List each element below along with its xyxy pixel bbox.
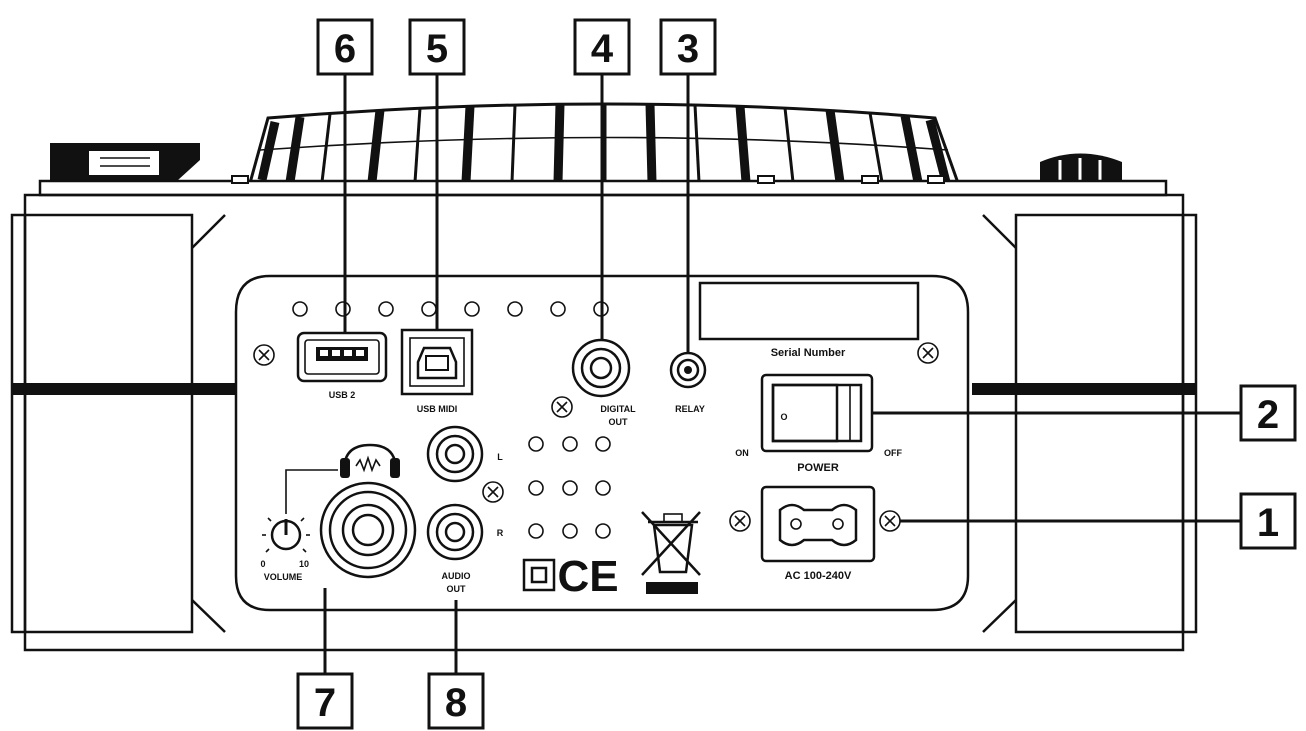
usb-label: USB 2 — [329, 390, 356, 400]
on-label: ON — [735, 448, 749, 458]
audio-l-label: L — [497, 452, 503, 462]
callout-4: 4 — [591, 27, 614, 71]
headphone-jack[interactable] — [319, 481, 417, 579]
callout-box-2 — [1239, 384, 1297, 442]
usb-port[interactable]: USB 2 — [296, 331, 388, 400]
power-switch[interactable]: O — [760, 373, 874, 453]
chassis — [10, 193, 1198, 652]
connector-panel: USB 2 USB MIDI DIGITAL OUT RELAY — [234, 274, 970, 612]
callout-1: 1 — [1257, 501, 1279, 545]
digital-out-label-2: OUT — [609, 417, 629, 427]
vol-max-label: 10 — [299, 559, 309, 569]
screw-icon — [879, 510, 901, 532]
callout-6: 6 — [334, 27, 356, 71]
digital-out-label-1: DIGITAL — [600, 404, 636, 414]
screw-icon — [551, 396, 573, 418]
audio-r-label: R — [497, 528, 504, 538]
switch-o-label: O — [780, 412, 787, 422]
callouts: 6 5 4 3 2 1 7 8 — [296, 18, 1297, 730]
screw-icon — [729, 510, 751, 532]
power-label: POWER — [797, 462, 839, 474]
serial-number-label: Serial Number — [771, 347, 846, 359]
callout-3: 3 — [677, 27, 699, 71]
headphones-icon — [340, 443, 400, 478]
double-square-icon — [522, 558, 556, 592]
audio-out-label-2: OUT — [447, 584, 467, 594]
callout-box-3 — [659, 18, 717, 76]
serial-number-plate — [698, 281, 920, 341]
relay-jack[interactable]: RELAY — [669, 351, 707, 414]
vent-grid — [528, 436, 611, 539]
ce-mark: CE — [557, 552, 618, 601]
callout-box-7 — [296, 672, 354, 730]
audio-out-left-jack[interactable] — [426, 425, 484, 483]
callout-2: 2 — [1257, 393, 1279, 437]
off-label: OFF — [884, 448, 902, 458]
usb-midi-port[interactable]: USB MIDI — [400, 328, 474, 414]
vol-min-label: 0 — [260, 559, 265, 569]
ac-label: AC 100-240V — [785, 570, 852, 582]
volume-knob[interactable] — [262, 469, 338, 553]
callout-box-8 — [427, 672, 485, 730]
callout-7: 7 — [314, 681, 336, 725]
screw-icon — [917, 342, 939, 364]
callout-5: 5 — [426, 27, 448, 71]
crossed-bin-icon — [641, 511, 701, 594]
usb-midi-label: USB MIDI — [417, 404, 458, 414]
audio-out-right-jack[interactable] — [426, 503, 484, 561]
digital-out-jack[interactable] — [571, 338, 631, 398]
callout-8: 8 — [445, 681, 467, 725]
audio-out-label-1: AUDIO — [442, 571, 471, 581]
ac-inlet[interactable] — [760, 485, 876, 563]
volume-label: VOLUME — [264, 572, 303, 582]
relay-label: RELAY — [675, 404, 705, 414]
vent-holes — [292, 301, 609, 317]
screw-icon — [253, 344, 275, 366]
screw-icon — [482, 481, 504, 503]
